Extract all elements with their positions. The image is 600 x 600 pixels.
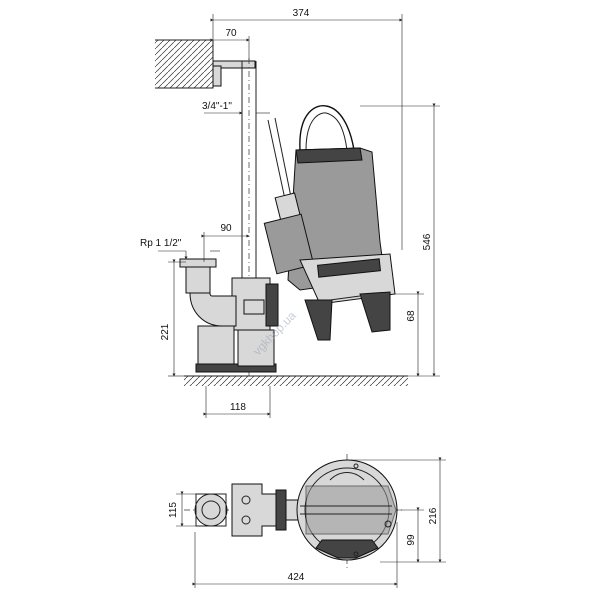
dim-plan-width: 424 [288, 572, 305, 583]
plan-dimensions: 115 216 99 424 [168, 457, 446, 588]
dim-pipe-size: 3/4"-1" [202, 101, 232, 112]
wall-bracket [212, 60, 256, 87]
dim-offset-mid: 90 [220, 223, 232, 234]
duckfoot-elbow [179, 258, 277, 373]
power-cable [267, 117, 293, 205]
dim-plan-depth: 216 [428, 507, 439, 524]
dim-plan-offset: 99 [406, 534, 417, 546]
dim-offset-top: 70 [225, 28, 237, 39]
dim-width-total: 374 [293, 8, 310, 19]
wall-hatch [155, 39, 214, 89]
dim-height-total: 546 [422, 233, 433, 250]
discharge-pipe [241, 58, 257, 380]
dim-height-inlet: 68 [406, 310, 417, 322]
dim-plan-outlet: 115 [168, 502, 179, 518]
auto-coupling [231, 277, 279, 331]
submersible-pump [263, 104, 396, 341]
dim-outlet-thread: Rp 1 1/2" [140, 238, 182, 249]
floor-hatch [184, 375, 408, 386]
side-view: vgkhop.ua [155, 39, 408, 386]
side-dimensions: 374 70 3/4"-1" 90 Rp 1 1/2" 221 546 68 [140, 8, 440, 418]
dim-height-outlet: 221 [160, 323, 171, 340]
dim-base-width: 118 [230, 402, 246, 413]
plan-view [184, 454, 402, 568]
